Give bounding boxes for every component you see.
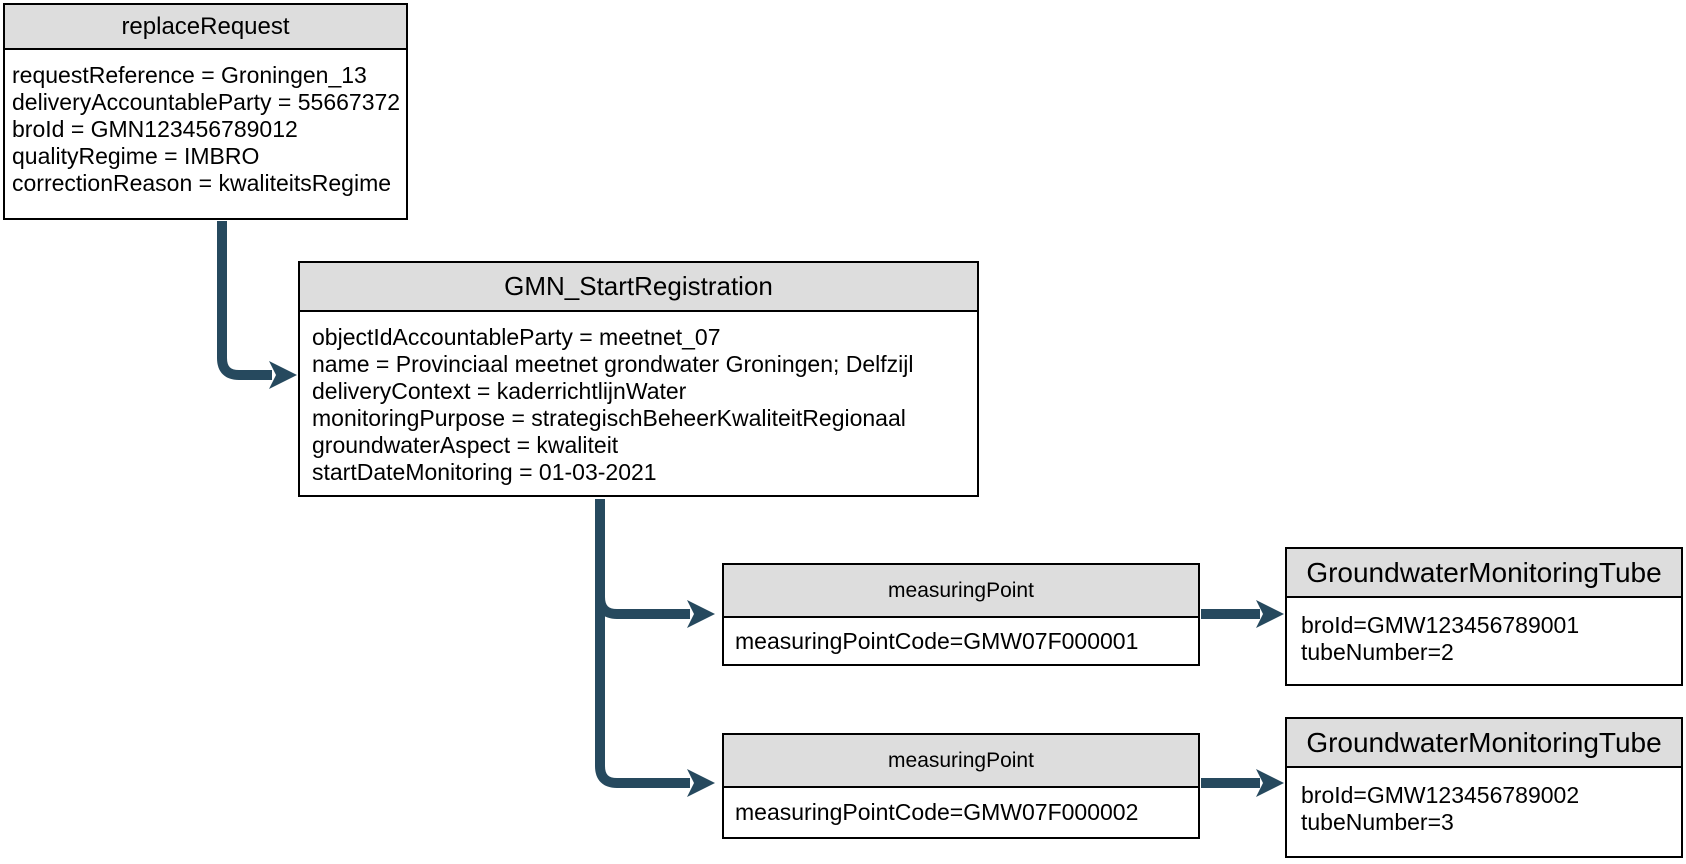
connector-replace-to-gmn xyxy=(217,221,272,380)
attribute-tube2-bro-id: broId=GMW123456789002 xyxy=(1301,782,1580,808)
attribute-measuring-point-code-1: measuringPointCode=GMW07F000001 xyxy=(735,627,1139,654)
node-measuring-point-2: measuringPoint measuringPointCode=GMW07F… xyxy=(722,733,1200,839)
node-title-gmn-start-registration: GMN_StartRegistration xyxy=(300,263,977,312)
node-replace-request: replaceRequest requestReference = Gronin… xyxy=(3,3,408,220)
node-groundwater-monitoring-tube-2: GroundwaterMonitoringTube broId=GMW12345… xyxy=(1285,717,1683,858)
attribute-correction-reason: correctionReason = kwaliteitsRegime xyxy=(12,170,392,196)
attribute-measuring-point-code-2: measuringPointCode=GMW07F000002 xyxy=(735,799,1139,825)
node-title-replace-request: replaceRequest xyxy=(5,5,406,50)
attribute-start-date-monitoring: startDateMonitoring = 01-03-2021 xyxy=(312,459,657,485)
node-attributes-replace-request: requestReference = Groningen_13 delivery… xyxy=(5,50,406,197)
attribute-quality-regime: qualityRegime = IMBRO xyxy=(12,143,260,169)
attribute-name: name = Provinciaal meetnet grondwater Gr… xyxy=(312,351,914,377)
node-title-measuring-point-1: measuringPoint xyxy=(724,565,1198,618)
arrowhead-icon xyxy=(687,769,715,797)
attribute-delivery-context: deliveryContext = kaderrichtlijnWater xyxy=(312,378,687,404)
node-title-measuring-point-2: measuringPoint xyxy=(724,735,1198,788)
attribute-bro-id: broId = GMN123456789012 xyxy=(12,116,298,142)
attribute-tube2-tube-number: tubeNumber=3 xyxy=(1301,809,1454,835)
attribute-delivery-accountable-party: deliveryAccountableParty = 55667372 xyxy=(12,89,401,115)
arrowhead-icon xyxy=(269,361,297,389)
connector-gmn-to-measuringpoint-1 xyxy=(595,499,690,619)
node-attributes-groundwater-monitoring-tube-1: broId=GMW123456789001 tubeNumber=2 xyxy=(1287,598,1681,666)
node-attributes-groundwater-monitoring-tube-2: broId=GMW123456789002 tubeNumber=3 xyxy=(1287,768,1681,836)
arrowhead-icon xyxy=(687,600,715,628)
attribute-tube1-tube-number: tubeNumber=2 xyxy=(1301,639,1454,665)
arrowhead-icon xyxy=(1256,769,1284,797)
node-attributes-measuring-point-2: measuringPointCode=GMW07F000002 xyxy=(724,788,1198,837)
arrowhead-icon xyxy=(1256,600,1284,628)
node-attributes-gmn-start-registration: objectIdAccountableParty = meetnet_07 na… xyxy=(300,312,977,486)
node-measuring-point-1: measuringPoint measuringPointCode=GMW07F… xyxy=(722,563,1200,666)
attribute-tube1-bro-id: broId=GMW123456789001 xyxy=(1301,612,1580,638)
attribute-monitoring-purpose: monitoringPurpose = strategischBeheerKwa… xyxy=(312,405,906,431)
attribute-groundwater-aspect: groundwaterAspect = kwaliteit xyxy=(312,432,619,458)
node-title-groundwater-monitoring-tube-2: GroundwaterMonitoringTube xyxy=(1287,719,1681,768)
node-groundwater-monitoring-tube-1: GroundwaterMonitoringTube broId=GMW12345… xyxy=(1285,547,1683,686)
node-title-groundwater-monitoring-tube-1: GroundwaterMonitoringTube xyxy=(1287,549,1681,598)
connector-gmn-to-measuringpoint-2 xyxy=(595,499,690,788)
attribute-object-id-accountable-party: objectIdAccountableParty = meetnet_07 xyxy=(312,324,721,350)
node-gmn-start-registration: GMN_StartRegistration objectIdAccountabl… xyxy=(298,261,979,497)
node-attributes-measuring-point-1: measuringPointCode=GMW07F000001 xyxy=(724,618,1198,664)
attribute-request-reference: requestReference = Groningen_13 xyxy=(12,62,367,88)
